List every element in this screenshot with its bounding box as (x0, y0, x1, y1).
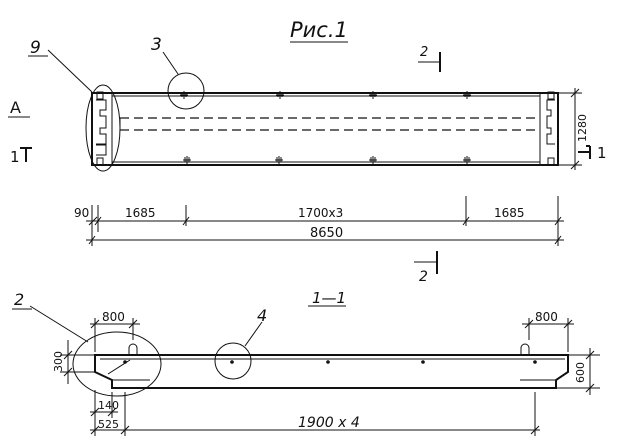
callout-leader-3 (162, 51, 179, 75)
section-embedded-parts (123, 360, 537, 364)
callout-number-4: 4 (257, 306, 267, 325)
dim-section-right-top: 800 (535, 310, 558, 324)
plan-width-dimension: 1280 (558, 88, 589, 170)
section-dim-right-height (556, 348, 600, 395)
plan-left-end-block (96, 91, 113, 166)
callout-circle-top (167, 72, 205, 110)
callout-leader-4 (244, 321, 263, 347)
dim-section-bottom-end: 525 (98, 418, 119, 431)
plan-right-end-block (539, 91, 555, 166)
dim-plan-right-end: 1685 (494, 206, 525, 220)
callout-number-9: 9 (30, 38, 41, 58)
section-lifting-loop-right (520, 343, 530, 355)
figure-title: Рис.1 (290, 18, 348, 42)
plan-slab-outline (91, 92, 559, 166)
dim-section-bottom-span: 1900 x 4 (298, 415, 360, 431)
callout-number-3: 3 (151, 35, 162, 55)
dim-plan-left-end: 1685 (125, 206, 156, 220)
dim-section-left-height: 300 (52, 351, 65, 372)
right-mark-number: 1 (597, 144, 607, 162)
section-slab-outline (94, 354, 569, 389)
callout-circle-section (214, 342, 252, 380)
plan-dimension-chain (86, 196, 564, 246)
section-mark-bottom-number: 2 (419, 269, 428, 285)
callout-leader-2 (29, 305, 89, 343)
plan-lifting-loops-bottom (183, 156, 471, 166)
dim-plan-middle: 1700x3 (298, 206, 343, 220)
dim-plan-total: 8650 (310, 226, 343, 241)
section-dim-bottom (90, 390, 540, 436)
section-lifting-loop-left (128, 343, 138, 355)
section-label: 1—1 (312, 289, 346, 307)
dim-section-bottom-small: 140 (98, 399, 119, 412)
callout-number-2: 2 (14, 290, 24, 309)
dim-section-height: 600 (574, 362, 587, 383)
left-mark-number: 1 (10, 148, 20, 166)
section-view: 1—1 2 4 (12, 289, 600, 436)
section-mark-left: A 1 (8, 98, 32, 166)
section-mark-right: 1 (578, 144, 607, 162)
section-dim-left-top (90, 318, 140, 352)
plan-view: 9 3 2 A 1 1 1280 (8, 35, 607, 285)
section-mark-top-number: 2 (420, 45, 428, 60)
left-mark-letter: A (10, 98, 21, 117)
callout-ellipse-left (85, 84, 121, 172)
section-mark-top: 2 (418, 45, 441, 72)
plan-lifting-loops-top (180, 91, 471, 99)
dim-section-left-top: 800 (102, 310, 125, 324)
callout-leader-9 (47, 49, 93, 93)
section-mark-bottom: 2 (414, 251, 438, 285)
dim-plan-width: 1280 (576, 114, 589, 142)
callout-ellipse-section (72, 331, 162, 397)
dim-plan-offset: 90 (74, 206, 89, 220)
section-dim-right-top (522, 318, 574, 352)
section-dim-left-height (60, 340, 95, 384)
